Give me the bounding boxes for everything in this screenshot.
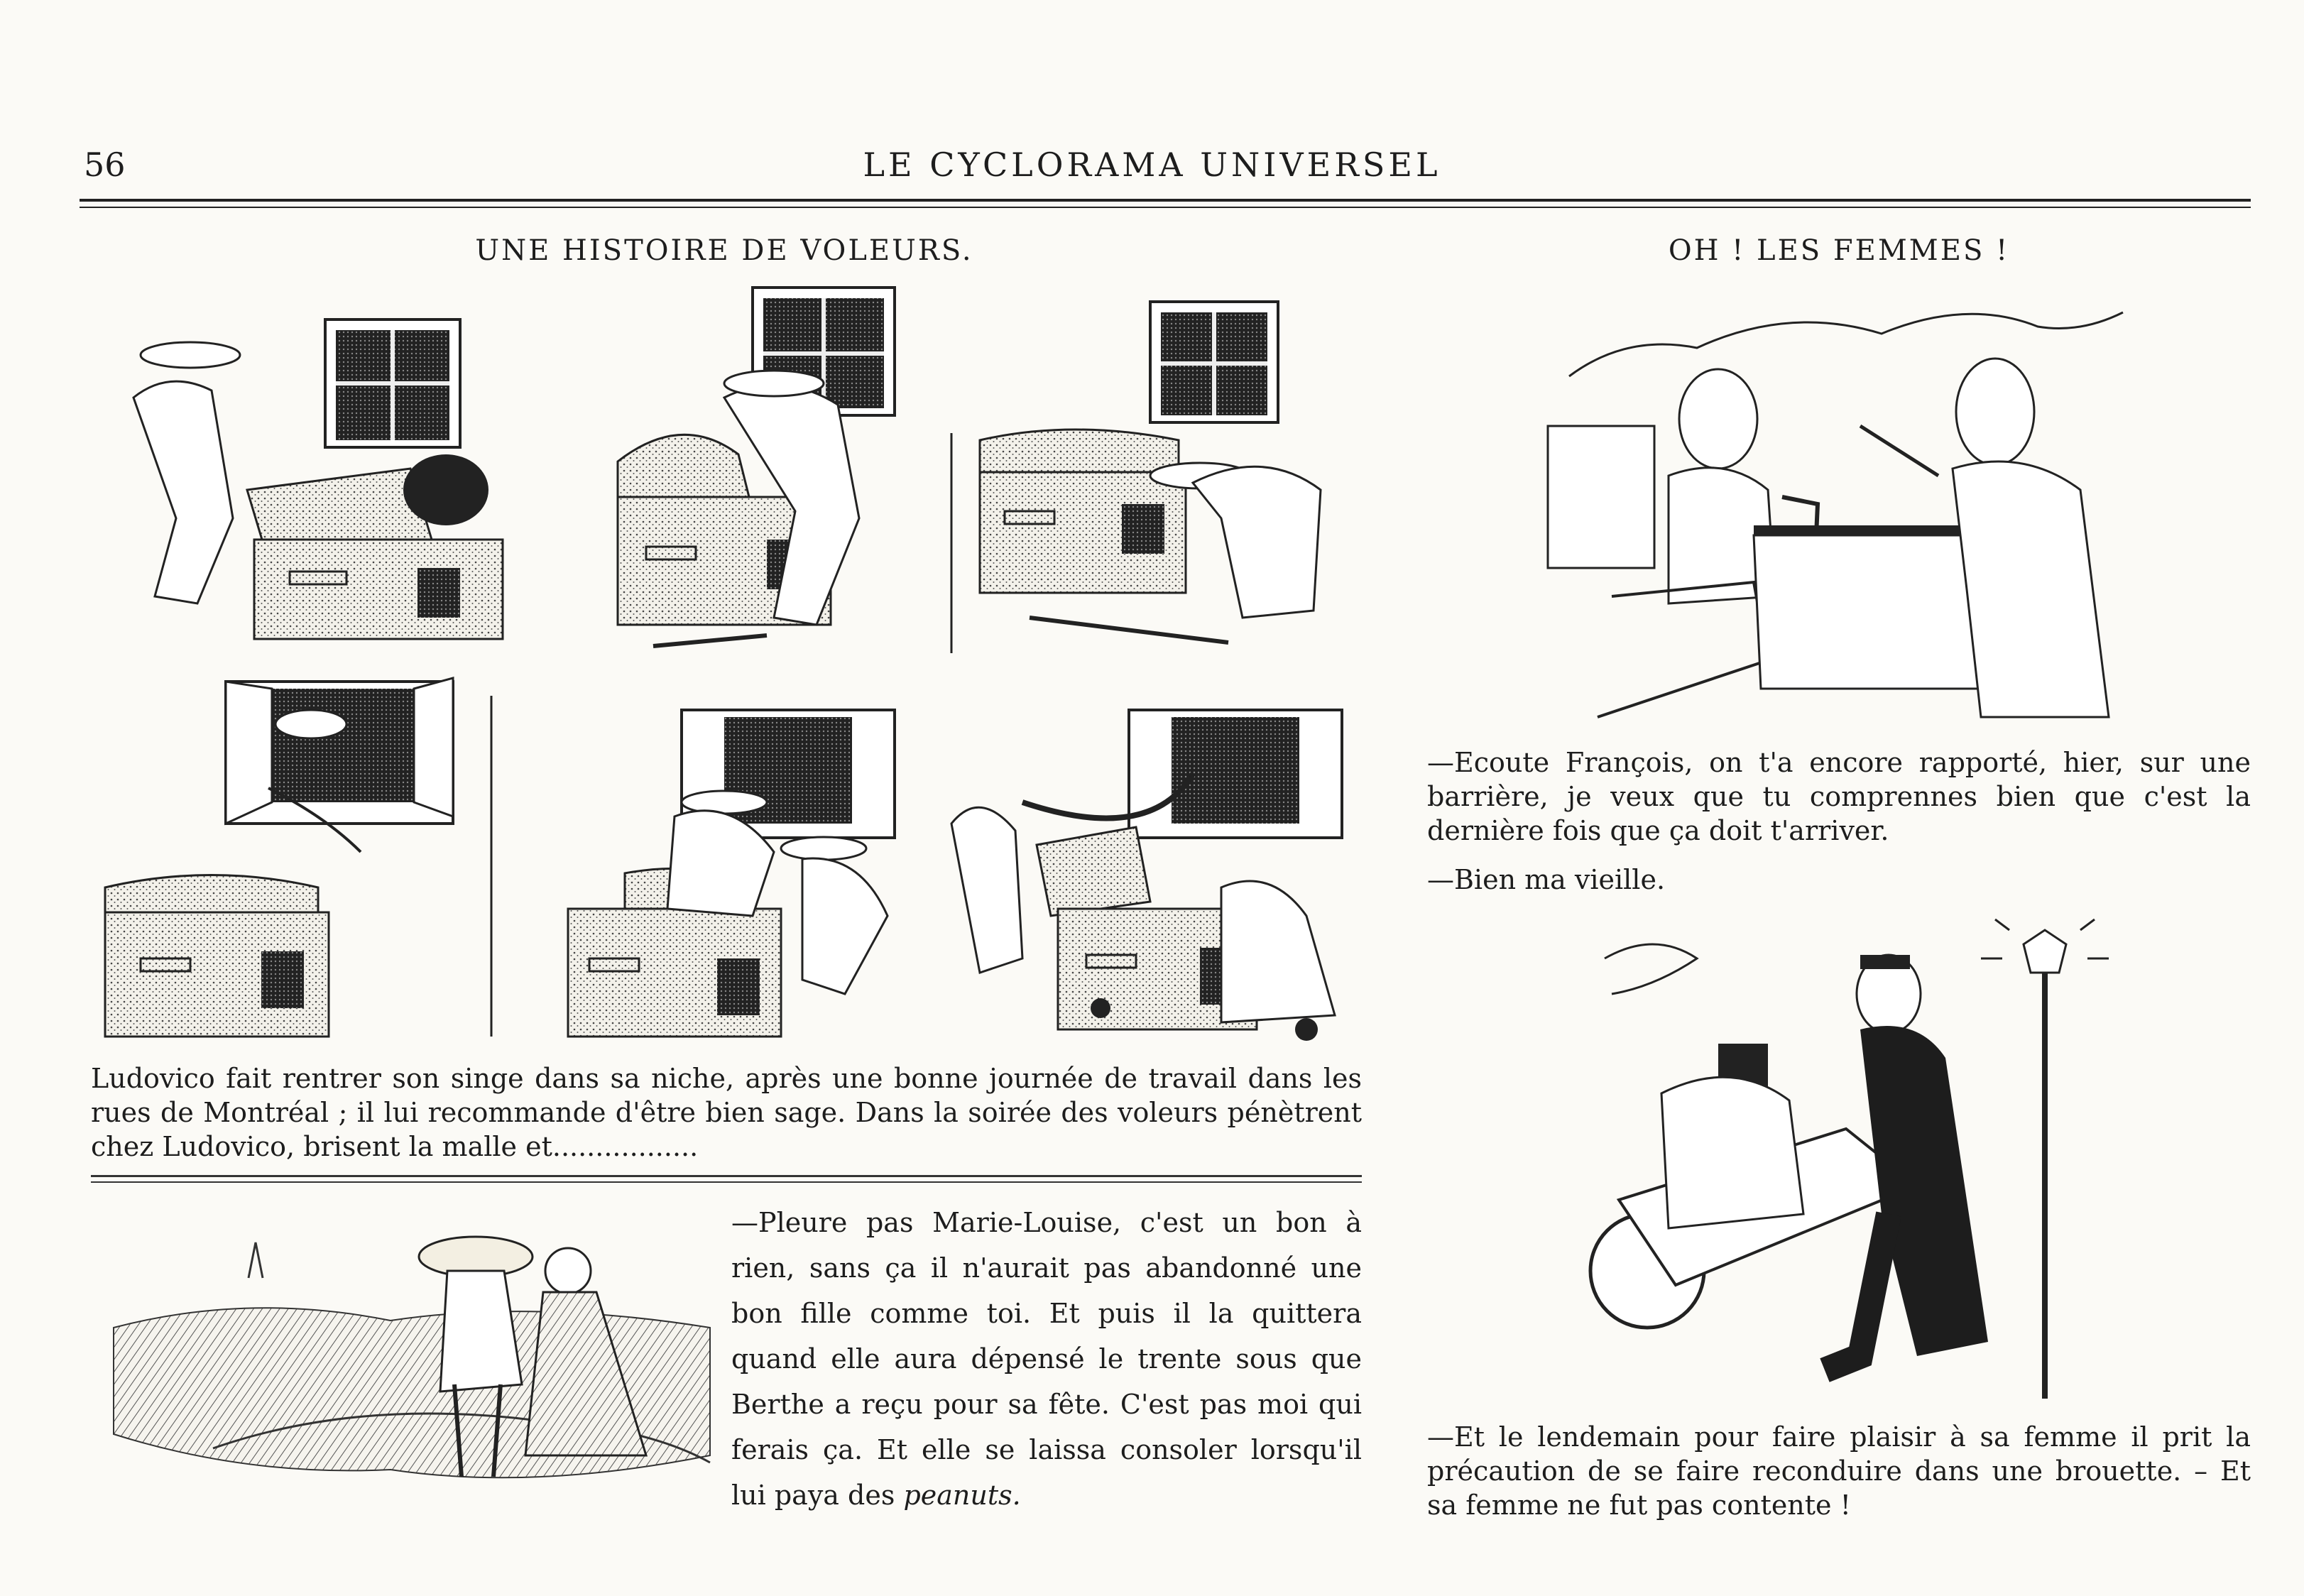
comic-title-voleurs: UNE HISTOIRE DE VOLEURS. [475, 234, 973, 267]
dialog-ecoute-francois: —Ecoute François, on t'a encore rapporté… [1427, 747, 2251, 846]
comic-panel-2 [540, 284, 937, 653]
dialog-bien-ma-vieille: —Bien ma vieille. [1427, 864, 1666, 895]
header-rule-thin [80, 207, 2251, 208]
dialog-brouette: —Et le lendemain pour faire plaisir à sa… [1427, 1421, 2251, 1521]
illustration-brouette [1548, 916, 2151, 1413]
comic-caption-voleurs: Ludovico fait rentrer son singe dans sa … [91, 1063, 1362, 1162]
comic-title-femmes: OH ! LES FEMMES ! [1668, 234, 2010, 267]
comic-panel-1 [91, 305, 531, 646]
illustration-children [107, 1221, 731, 1498]
comic-panel-4 [91, 674, 488, 1044]
story-text-marie-louise: —Pleure pas Marie-Louise, c'est un bon à… [731, 1200, 1362, 1518]
comic-panel-3 [944, 284, 1370, 653]
header-rule [80, 199, 2251, 202]
comic-panel-6 [937, 703, 1377, 1051]
story-text-body: —Pleure pas Marie-Louise, c'est un bon à… [731, 1207, 1362, 1511]
illustration-couple-table [1541, 291, 2144, 731]
comic-panel-5 [490, 696, 930, 1044]
page-number: 56 [84, 146, 126, 184]
section-rule-thin [91, 1181, 1362, 1183]
story-text-peanuts: peanuts. [903, 1480, 1021, 1511]
publication-title: LE CYCLORAMA UNIVERSEL [863, 146, 1441, 184]
section-rule [91, 1175, 1362, 1177]
